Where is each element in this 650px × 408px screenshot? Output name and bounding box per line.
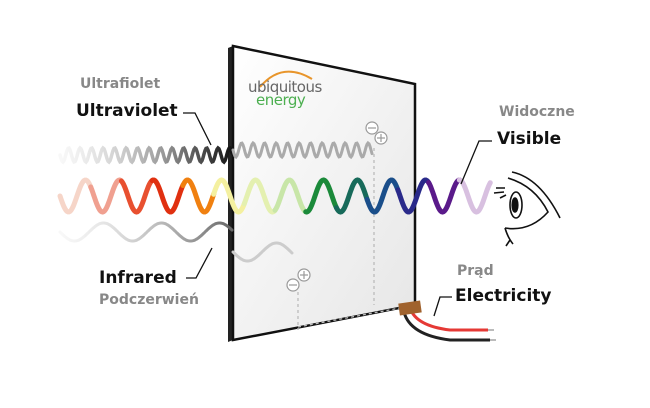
visible-wave-segment xyxy=(211,177,248,215)
label-infrared-pl: Podczerwień xyxy=(99,292,199,308)
visible-wave-segment xyxy=(333,177,370,215)
visible-wave-segment xyxy=(364,177,401,215)
infrared-wave xyxy=(58,221,234,243)
visible-wave-segment xyxy=(456,177,493,215)
label-infrared-en: Infrared xyxy=(99,268,177,288)
visible-wave-segment xyxy=(426,177,463,215)
logo-text-ubiquitous: ubiquitous xyxy=(248,78,322,96)
leader-lines xyxy=(183,112,492,317)
ultraviolet-wave-inside xyxy=(231,140,374,160)
visible-wave-segment xyxy=(272,177,309,215)
visible-wave-segment xyxy=(395,177,432,215)
visible-wave-segment xyxy=(241,177,278,215)
label-visible-pl: Widoczne xyxy=(499,104,575,120)
label-electricity-pl: Prąd xyxy=(457,263,494,279)
visible-wave-segment xyxy=(149,177,186,215)
visible-wave xyxy=(57,177,493,215)
visible-wave-segment xyxy=(88,177,125,215)
visible-wave-segment xyxy=(180,177,217,215)
visible-wave-segment xyxy=(118,177,155,215)
electric-connector xyxy=(398,300,496,342)
current-paths xyxy=(297,148,401,330)
visible-wave-segment xyxy=(303,177,340,215)
charge-symbols-lower xyxy=(286,268,311,292)
eye-icon xyxy=(493,171,561,247)
logo-arc xyxy=(259,70,313,88)
visible-wave-segment xyxy=(57,177,94,215)
infrared-wave-inside xyxy=(231,241,294,263)
label-ultraviolet-pl: Ultrafiolet xyxy=(80,76,161,92)
logo-text-energy: energy xyxy=(256,91,306,109)
label-ultraviolet-en: Ultraviolet xyxy=(76,101,178,121)
label-visible-en: Visible xyxy=(497,129,562,149)
charge-symbols-upper xyxy=(365,121,388,145)
ultraviolet-wave xyxy=(58,145,234,165)
label-electricity-en: Electricity xyxy=(455,286,552,306)
